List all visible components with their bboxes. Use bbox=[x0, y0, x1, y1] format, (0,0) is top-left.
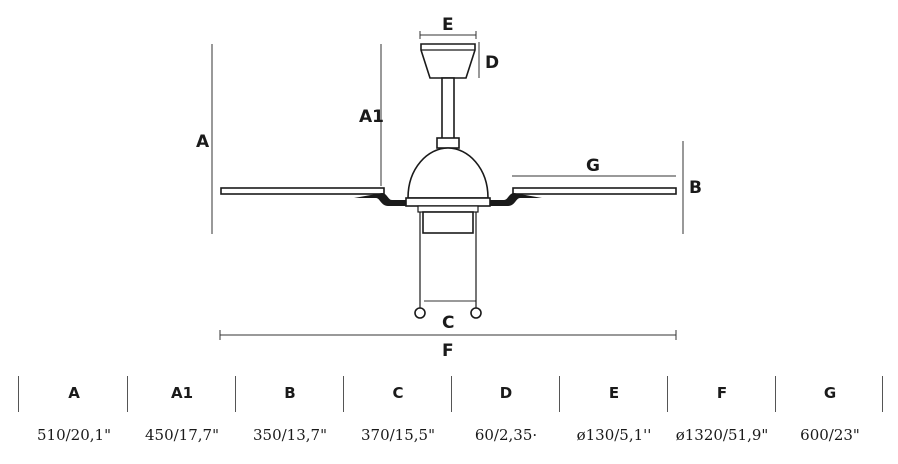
switch-housing-top bbox=[417, 205, 479, 213]
table-divider bbox=[18, 376, 19, 412]
blade-arm-left bbox=[354, 193, 420, 206]
label-b: B bbox=[689, 178, 702, 198]
label-f: F bbox=[442, 341, 454, 360]
column-value: ø130/5,1'' bbox=[576, 426, 652, 444]
label-a: A bbox=[196, 132, 210, 152]
table-divider bbox=[343, 376, 344, 412]
column-header: A bbox=[68, 384, 80, 402]
column-header: C bbox=[392, 384, 404, 402]
dimension-table: A 510/20,1" A1 450/17,7" B 350/13,7" C 3… bbox=[0, 372, 898, 464]
table-column-a: A 510/20,1" bbox=[20, 372, 128, 464]
fan-drawing bbox=[220, 43, 677, 319]
table-divider bbox=[667, 376, 668, 412]
label-d: D bbox=[485, 53, 499, 73]
housing-bottom-plate bbox=[405, 197, 491, 207]
column-header: B bbox=[284, 384, 296, 402]
column-header: D bbox=[499, 384, 513, 402]
switch-housing bbox=[422, 211, 474, 234]
blade-arm-right bbox=[476, 193, 542, 206]
table-column-e: E ø130/5,1'' bbox=[560, 372, 668, 464]
table-column-b: B 350/13,7" bbox=[236, 372, 344, 464]
column-value: 350/13,7" bbox=[253, 426, 327, 444]
column-value: 600/23" bbox=[800, 426, 860, 444]
table-column-a1: A1 450/17,7" bbox=[128, 372, 236, 464]
column-header: F bbox=[716, 384, 728, 402]
column-value: 60/2,35· bbox=[474, 426, 538, 444]
table-divider bbox=[775, 376, 776, 412]
column-header: G bbox=[823, 384, 837, 402]
column-header: E bbox=[608, 384, 620, 402]
column-value: ø1320/51,9" bbox=[675, 426, 769, 444]
label-a1: A1 bbox=[359, 107, 384, 127]
canopy bbox=[420, 43, 476, 79]
ceiling-fan-dimension-diagram: A A1 B C D E F G bbox=[196, 15, 702, 360]
column-value: 450/17,7" bbox=[145, 426, 219, 444]
downrod bbox=[441, 77, 455, 145]
blade-left bbox=[220, 187, 385, 195]
pull-chain-knob-left bbox=[414, 307, 426, 319]
downrod-collar bbox=[436, 137, 460, 149]
table-divider bbox=[559, 376, 560, 412]
label-g: G bbox=[586, 156, 600, 176]
table-column-f: F ø1320/51,9" bbox=[668, 372, 776, 464]
table-column-d: D 60/2,35· bbox=[452, 372, 560, 464]
label-e: E bbox=[442, 15, 454, 35]
pull-chain-knob-right bbox=[470, 307, 482, 319]
table-divider bbox=[127, 376, 128, 412]
column-value: 370/15,5" bbox=[361, 426, 435, 444]
blade-right bbox=[512, 187, 677, 195]
table-column-c: C 370/15,5" bbox=[344, 372, 452, 464]
table-divider bbox=[451, 376, 452, 412]
table-divider bbox=[235, 376, 236, 412]
table-column-g: G 600/23" bbox=[776, 372, 884, 464]
column-header: A1 bbox=[170, 384, 194, 402]
column-value: 510/20,1" bbox=[37, 426, 111, 444]
motor-housing bbox=[407, 147, 489, 199]
table-divider bbox=[882, 376, 883, 412]
label-c: C bbox=[442, 313, 454, 333]
